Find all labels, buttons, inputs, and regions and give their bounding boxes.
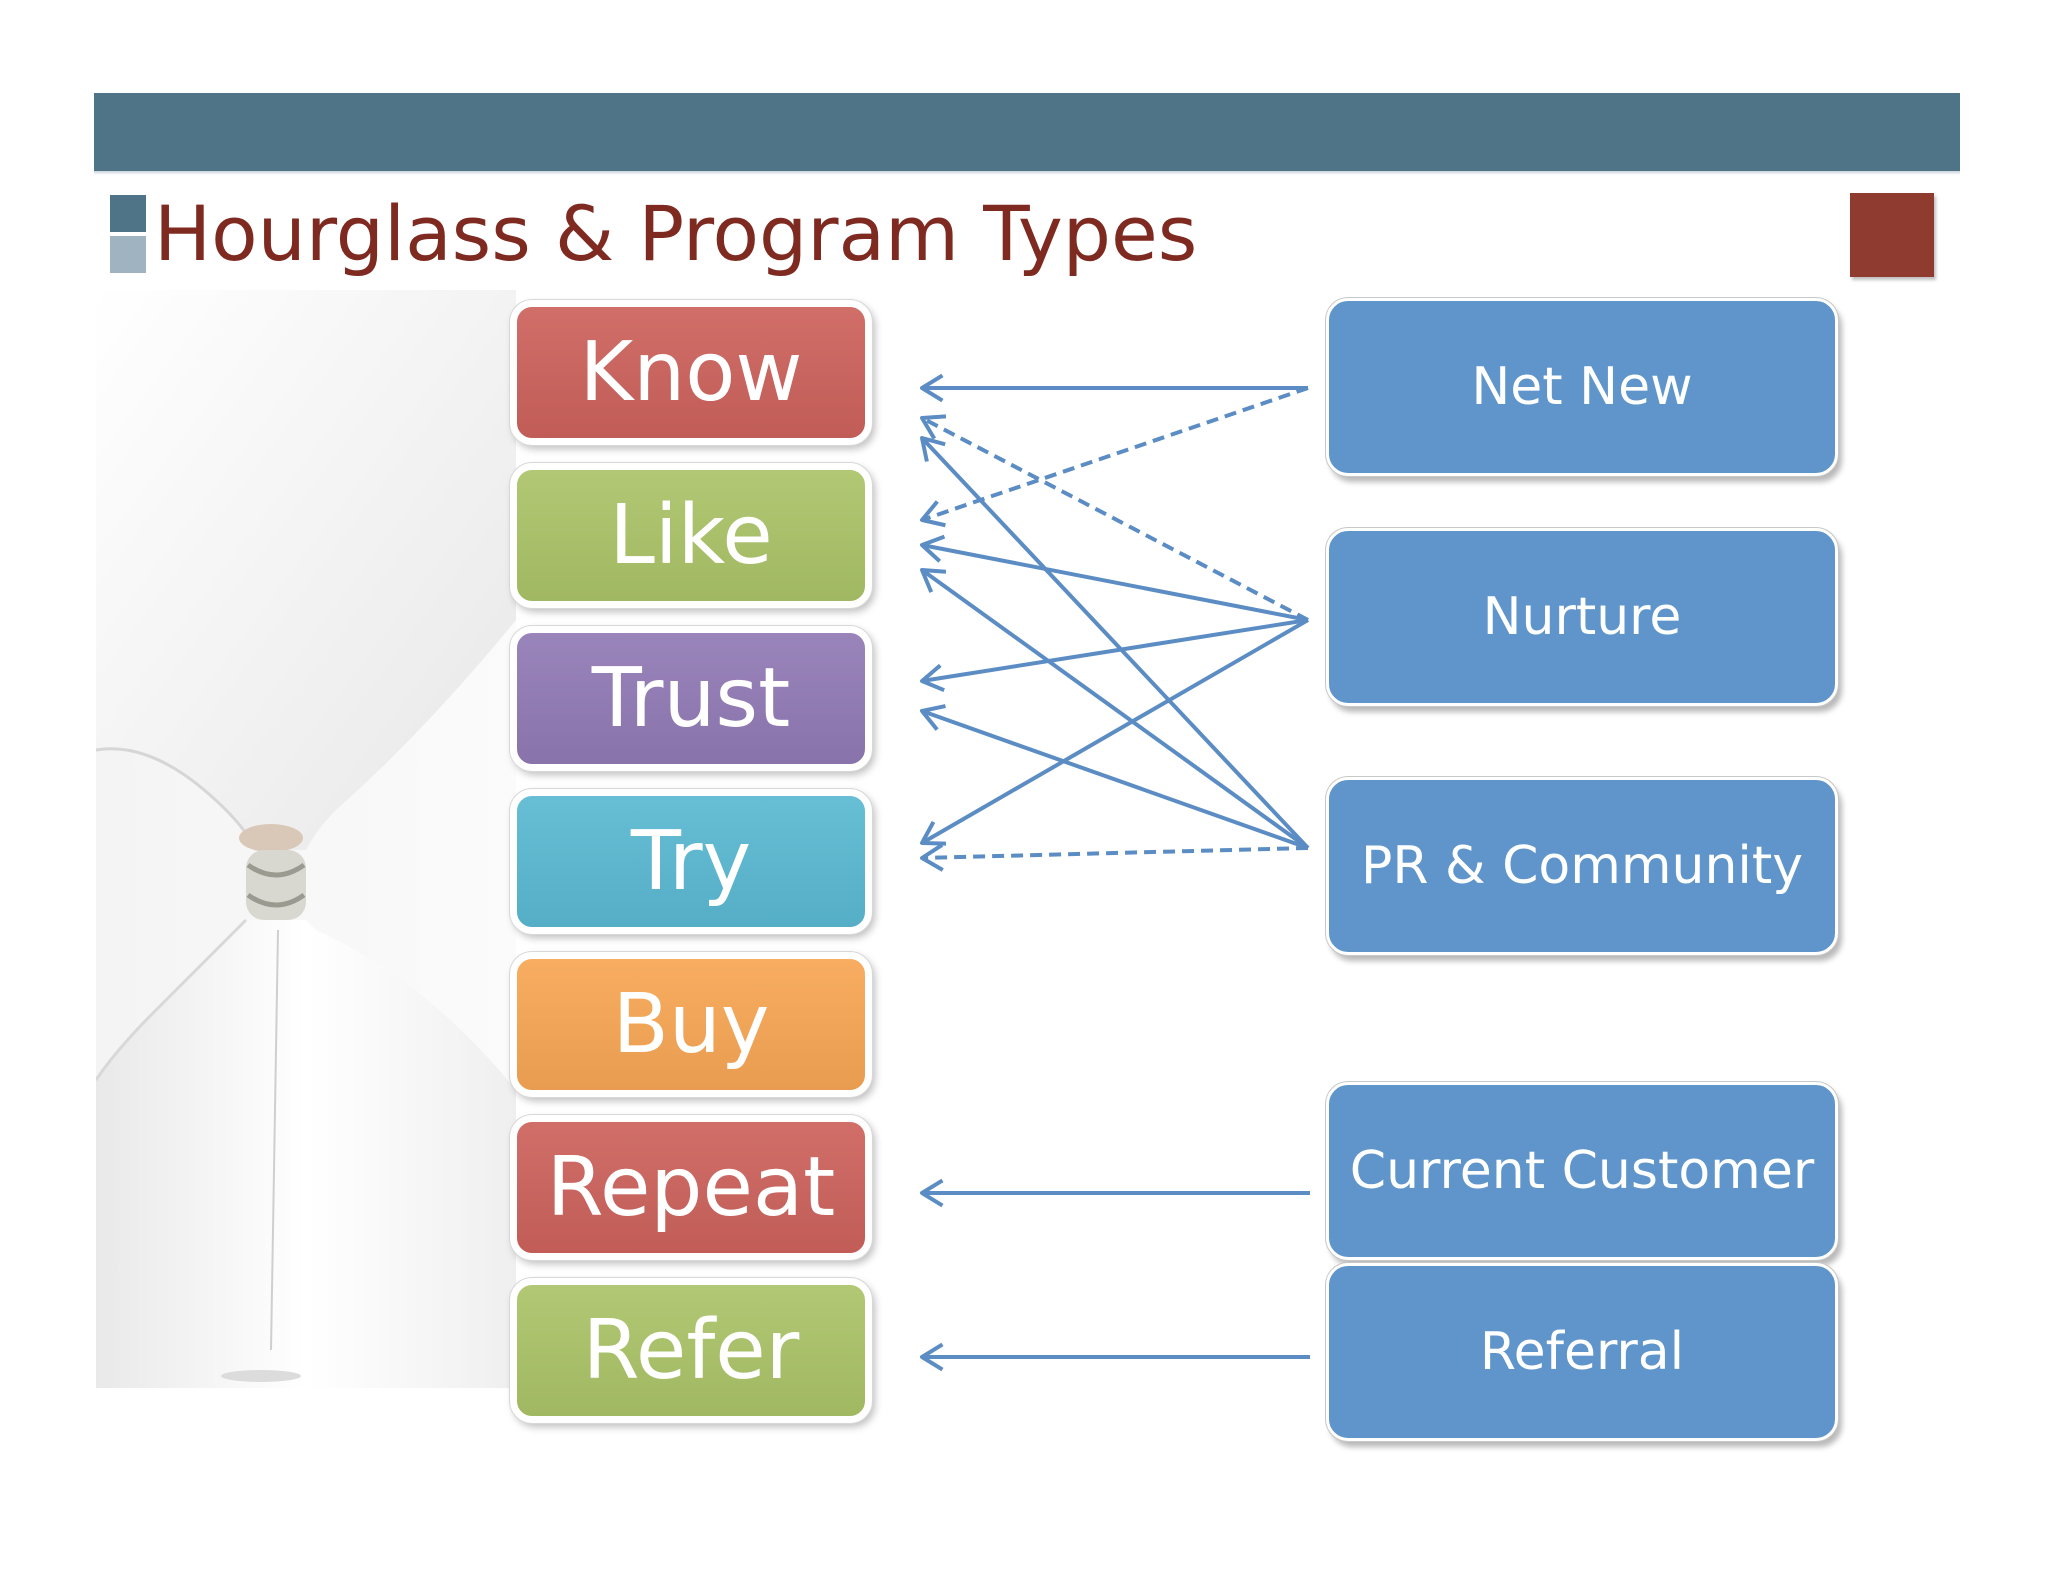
program-type-referral: Referral — [1326, 1263, 1838, 1441]
page-title: Hourglass & Program Types — [154, 189, 1198, 278]
arrow-net-new-to-know — [920, 373, 1308, 403]
stage-repeat: Repeat — [510, 1115, 872, 1260]
stage-refer-label: Refer — [582, 1302, 800, 1398]
arrow-nurture-to-trust — [920, 618, 1309, 693]
stage-like: Like — [510, 463, 872, 608]
stage-try: Try — [510, 789, 872, 934]
arrow-current-customer-to-repeat — [920, 1178, 1310, 1208]
stage-buy: Buy — [510, 952, 872, 1097]
header-band-shadow — [94, 171, 1960, 175]
program-type-net-new: Net New — [1326, 298, 1838, 476]
stage-trust-label: Trust — [591, 650, 791, 746]
program-type-current-customer-label: Current Customer — [1349, 1141, 1815, 1201]
arrow-net-new-to-like — [920, 386, 1309, 528]
stage-try-label: Try — [630, 813, 752, 909]
stage-trust: Trust — [510, 626, 872, 771]
title-bullet-squares — [110, 195, 146, 275]
arrow-pr-community-to-like — [920, 568, 1310, 850]
header-band — [94, 93, 1960, 171]
arrow-nurture-to-like — [920, 534, 1309, 622]
stage-repeat-label: Repeat — [546, 1139, 836, 1235]
program-type-nurture: Nurture — [1326, 528, 1838, 706]
hourglass-icon — [96, 290, 516, 1388]
title-square-light — [110, 236, 146, 273]
stage-like-label: Like — [609, 487, 773, 583]
program-type-net-new-label: Net New — [1471, 357, 1693, 417]
arrow-pr-community-to-know — [920, 436, 1310, 850]
program-type-referral-label: Referral — [1479, 1322, 1685, 1382]
program-type-pr-community: PR & Community — [1326, 777, 1838, 955]
corner-accent-square — [1850, 193, 1934, 277]
program-type-current-customer: Current Customer — [1326, 1082, 1838, 1260]
arrow-nurture-to-know — [920, 414, 1309, 622]
stage-refer: Refer — [510, 1278, 872, 1423]
arrow-nurture-to-try — [920, 618, 1310, 846]
arrow-pr-community-to-try — [920, 843, 1309, 872]
program-type-pr-community-label: PR & Community — [1360, 836, 1804, 896]
stage-buy-label: Buy — [612, 976, 770, 1072]
program-type-nurture-label: Nurture — [1482, 587, 1682, 647]
title-square-dark — [110, 195, 146, 232]
stage-know-label: Know — [579, 324, 803, 420]
arrow-pr-community-to-trust — [920, 704, 1309, 850]
arrow-referral-to-refer — [920, 1342, 1310, 1372]
stage-know: Know — [510, 300, 872, 445]
